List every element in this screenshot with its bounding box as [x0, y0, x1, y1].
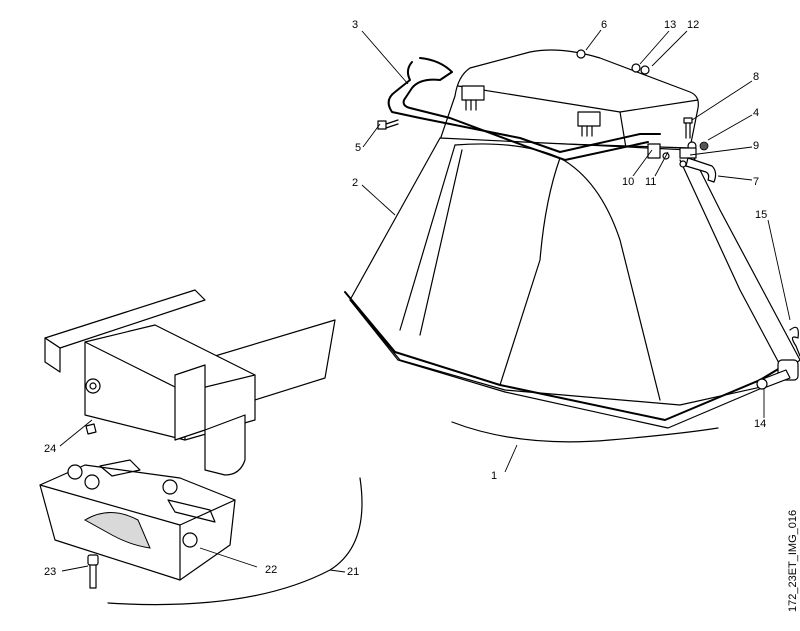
nut-6 [576, 49, 586, 59]
catcher-bottom-frame [344, 291, 791, 421]
callout-6: 6 [601, 19, 607, 31]
callout-23: 23 [44, 566, 56, 578]
bolt-5 [377, 119, 399, 130]
callout-1: 1 [491, 470, 497, 482]
hinge-pin-14 [756, 359, 799, 390]
bracket-9 [679, 147, 697, 168]
spring-clip-15 [789, 326, 800, 357]
callout-4: 4 [753, 107, 759, 119]
leader-lines [59, 29, 791, 573]
callout-10: 10 [622, 176, 634, 188]
washer-13 [631, 63, 641, 73]
callout-7: 7 [753, 176, 759, 188]
callout-14: 14 [754, 418, 766, 430]
callout-11: 11 [645, 176, 656, 188]
callout-2: 2 [352, 177, 358, 189]
lid-bracket-left [461, 85, 485, 111]
catcher-handle [387, 57, 661, 161]
bolt-23 [87, 554, 99, 589]
nut-4 [699, 141, 709, 151]
callout-15: 15 [755, 209, 767, 221]
callout-13: 13 [664, 19, 676, 31]
washer-12 [640, 65, 650, 75]
callout-9: 9 [753, 140, 759, 152]
callout-22: 22 [265, 564, 277, 576]
assembly-arc-21 [107, 477, 363, 606]
callout-3: 3 [352, 19, 358, 31]
callout-8: 8 [753, 71, 759, 83]
image-code: 172_23ET_IMG_016 [787, 510, 799, 612]
latch-7 [685, 157, 717, 183]
assembly-arc-1 [451, 421, 719, 443]
catcher-top-box [439, 49, 699, 149]
tractor-frame-section [44, 289, 336, 476]
callout-labels: 3 5 2 6 13 12 8 4 9 10 11 7 15 14 1 24 2… [44, 19, 767, 578]
callout-5: 5 [355, 142, 361, 154]
lid-bracket-right [577, 111, 601, 137]
nut-24 [85, 378, 101, 394]
callout-12: 12 [687, 19, 699, 31]
grass-catcher-assembly [344, 49, 800, 429]
callout-21: 21 [347, 566, 359, 578]
callout-24: 24 [44, 443, 56, 455]
hardware-parts [377, 49, 800, 390]
bolt-8 [683, 117, 693, 139]
counterweight-22 [39, 459, 236, 581]
